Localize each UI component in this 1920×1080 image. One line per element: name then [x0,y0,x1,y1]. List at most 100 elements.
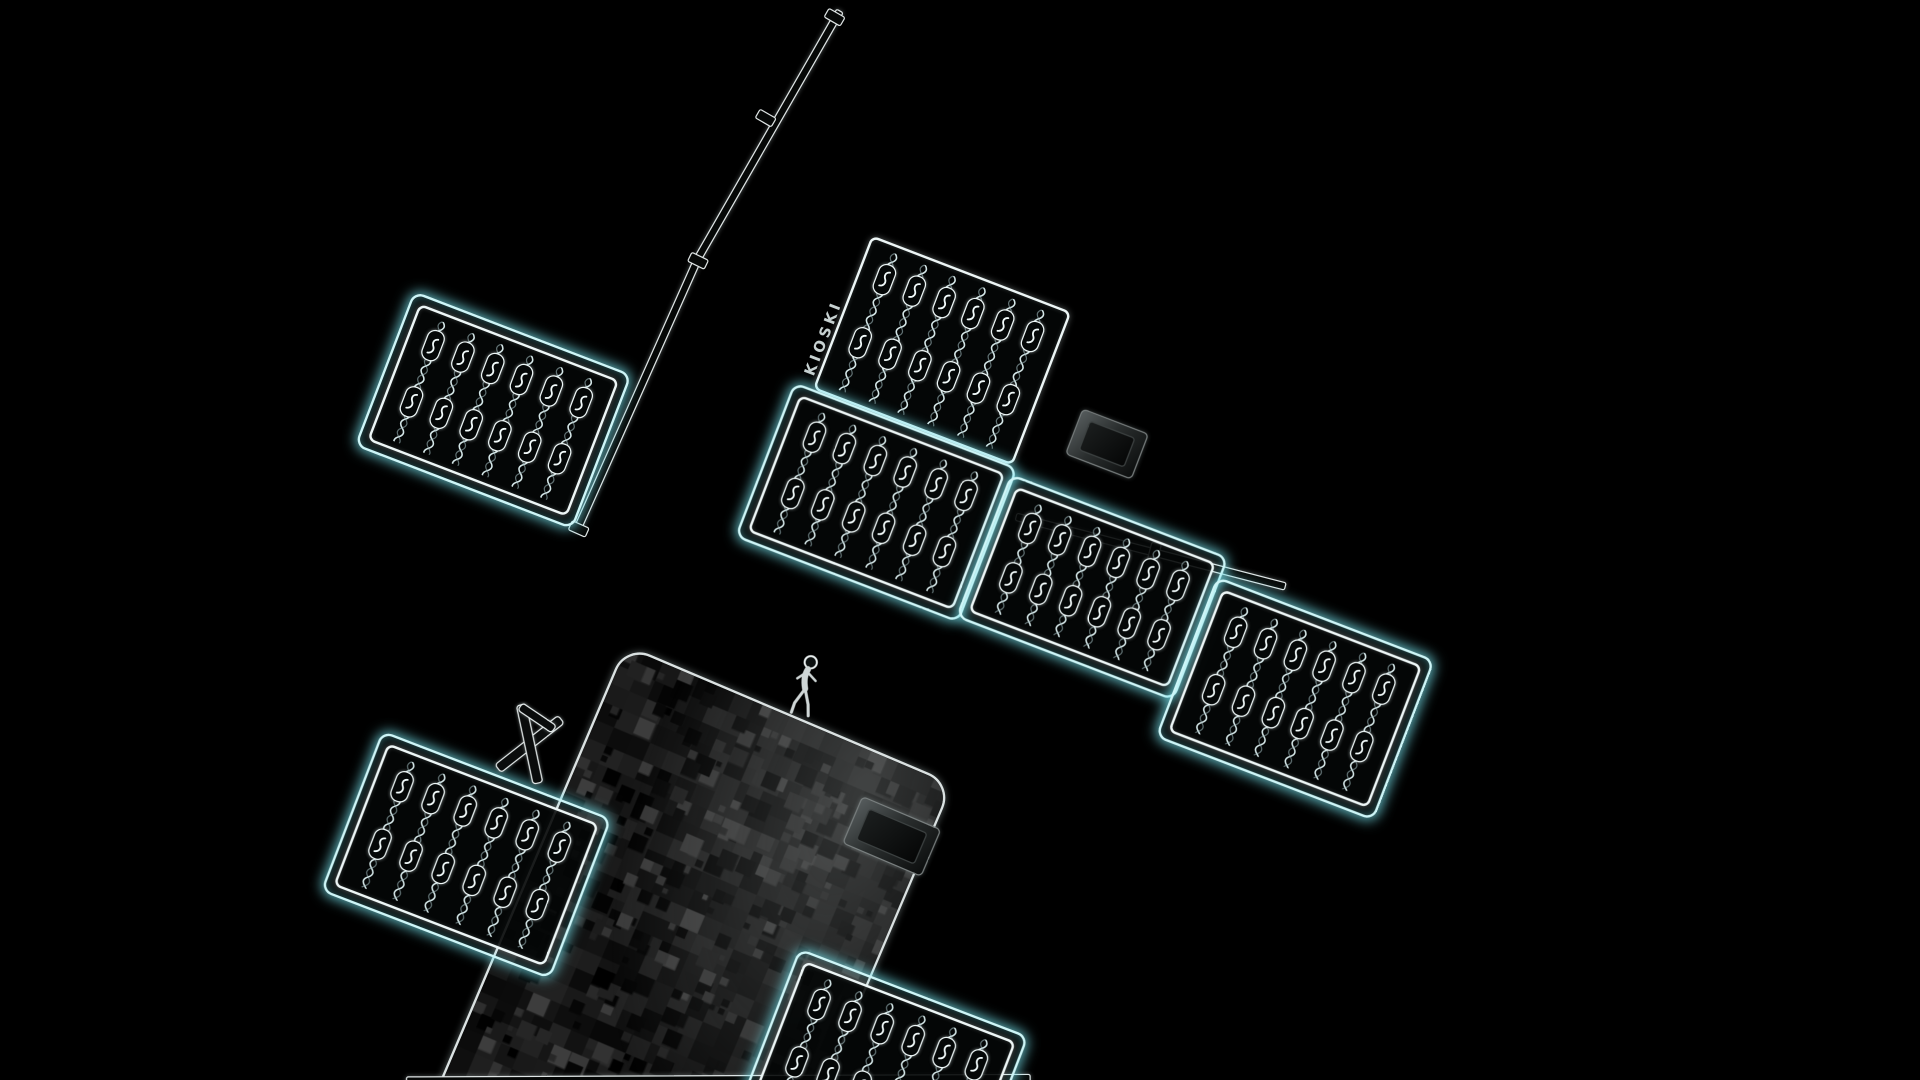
capsule-chain [1302,647,1378,784]
energy-cell-icon [964,369,993,407]
capsule-chain [501,361,574,492]
player-character[interactable] [783,651,828,723]
energy-cell-icon [513,816,543,854]
energy-cell-icon [1228,683,1258,720]
s-lightning-icon [464,416,478,431]
energy-cell-icon [1104,543,1134,580]
s-lightning-icon [467,873,481,889]
energy-cell-icon [905,347,934,384]
capsule-chain [1331,659,1407,796]
s-lightning-icon [485,360,499,376]
energy-cell-icon [993,381,1023,418]
energy-cell-icon [920,465,950,502]
s-lightning-icon [458,803,472,818]
energy-cell-icon [1199,672,1229,709]
energy-cell-icon [536,372,566,410]
s-lightning-icon [996,317,1010,332]
energy-cell-icon [859,442,889,479]
s-lightning-icon [1083,542,1096,558]
energy-cell-icon [875,335,905,373]
s-lightning-icon [1063,593,1077,608]
capsule-chain [887,271,967,419]
capsule-chain [1131,555,1200,675]
energy-cell-icon [1339,659,1369,696]
energy-cell-icon [448,338,478,376]
s-lightning-icon [515,372,529,387]
energy-cell-icon [869,509,898,546]
s-lightning-icon [373,837,387,852]
s-lightning-icon [552,450,566,465]
energy-cell-icon [477,349,507,387]
server-rack[interactable] [320,730,612,980]
energy-cell-icon [934,358,964,395]
energy-cell-icon [929,532,959,570]
capsule-chain [854,442,928,573]
server-rack[interactable] [955,473,1229,701]
player-character-sprite [789,655,818,718]
energy-cell-icon [867,1010,897,1047]
s-lightning-icon [969,1057,983,1072]
s-lightning-icon [1325,728,1339,743]
server-rack[interactable]: KIOSKI [800,223,1084,479]
s-lightning-icon [928,476,942,491]
energy-cell-icon [899,1022,928,1059]
rack-frame [750,960,1017,1080]
capsule-chain [891,1022,969,1080]
s-lightning-icon [395,779,409,794]
energy-cell-icon [419,780,449,817]
s-lightning-icon [853,1079,867,1080]
s-lightning-icon [942,369,956,384]
capsule-chain [383,316,456,447]
s-lightning-icon [1024,520,1037,535]
s-lightning-icon [456,349,470,365]
s-lightning-icon [1004,570,1018,586]
s-lightning-icon [1001,391,1015,407]
energy-cell-icon [365,826,395,863]
energy-cell-icon [777,474,807,511]
energy-cell-icon [1317,717,1347,754]
s-lightning-icon [807,429,820,445]
capsule-chain [946,293,1026,441]
capsule-chain [1213,613,1289,750]
capsule-chain [1102,544,1171,664]
s-lightning-icon [937,543,951,559]
energy-cell-icon [486,416,515,454]
energy-cell-icon [545,439,574,476]
rack-frame [1167,589,1423,809]
capsule-chain [443,792,521,929]
s-lightning-icon [785,485,799,500]
s-lightning-icon [907,531,921,547]
s-lightning-icon [544,383,558,399]
energy-cell-icon [507,361,537,398]
server-rack[interactable] [354,290,633,529]
energy-cell-icon [459,862,489,900]
s-lightning-icon [1053,531,1067,547]
capsule-chain [412,327,485,458]
energy-cell-icon [1369,670,1398,708]
capsule-chain [1184,602,1260,739]
side-table [1064,408,1150,480]
s-lightning-icon [436,861,450,877]
s-lightning-icon [499,885,512,901]
s-lightning-icon [521,827,535,843]
server-rack[interactable] [734,381,1018,623]
s-lightning-icon [574,394,588,410]
s-lightning-icon [1259,636,1272,651]
energy-cell-icon [1026,570,1055,608]
server-rack[interactable] [1155,576,1436,821]
energy-cell-icon [996,559,1026,596]
s-lightning-icon [426,338,440,353]
energy-cell-icon [799,418,828,456]
s-lightning-icon [972,380,985,396]
energy-cell-icon [1133,554,1163,592]
energy-cell-icon [482,804,511,841]
energy-cell-icon [1221,613,1251,651]
energy-cell-icon [1114,604,1144,642]
server-rack[interactable] [737,948,1029,1080]
energy-cell-icon [808,485,837,523]
energy-cell-icon [1258,694,1288,732]
capsule-chain [860,1010,938,1080]
s-lightning-icon [1093,604,1106,619]
s-lightning-icon [405,849,418,865]
